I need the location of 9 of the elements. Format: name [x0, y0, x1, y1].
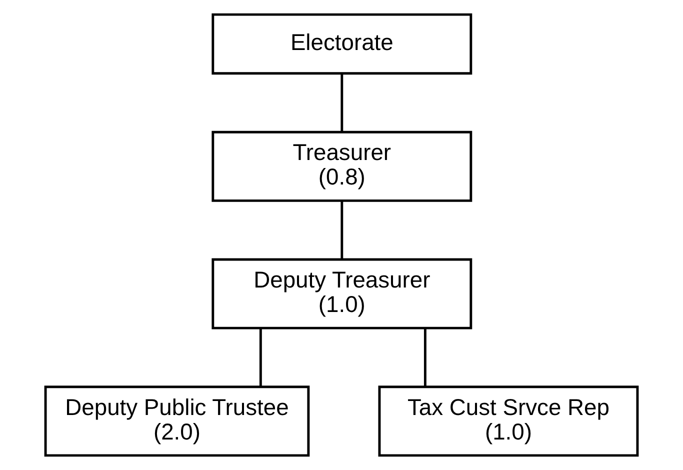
node-box: Deputy Public Trustee (2.0)	[44, 386, 310, 457]
node-box: Treasurer (0.8)	[212, 130, 472, 202]
connector	[424, 328, 426, 387]
connector	[340, 74, 344, 132]
connector	[340, 201, 344, 260]
node-box: Electorate	[212, 13, 472, 75]
connector	[259, 328, 262, 387]
node-box: Tax Cust Srvce Rep (1.0)	[378, 386, 639, 457]
node-box: Deputy Treasurer (1.0)	[212, 258, 472, 330]
